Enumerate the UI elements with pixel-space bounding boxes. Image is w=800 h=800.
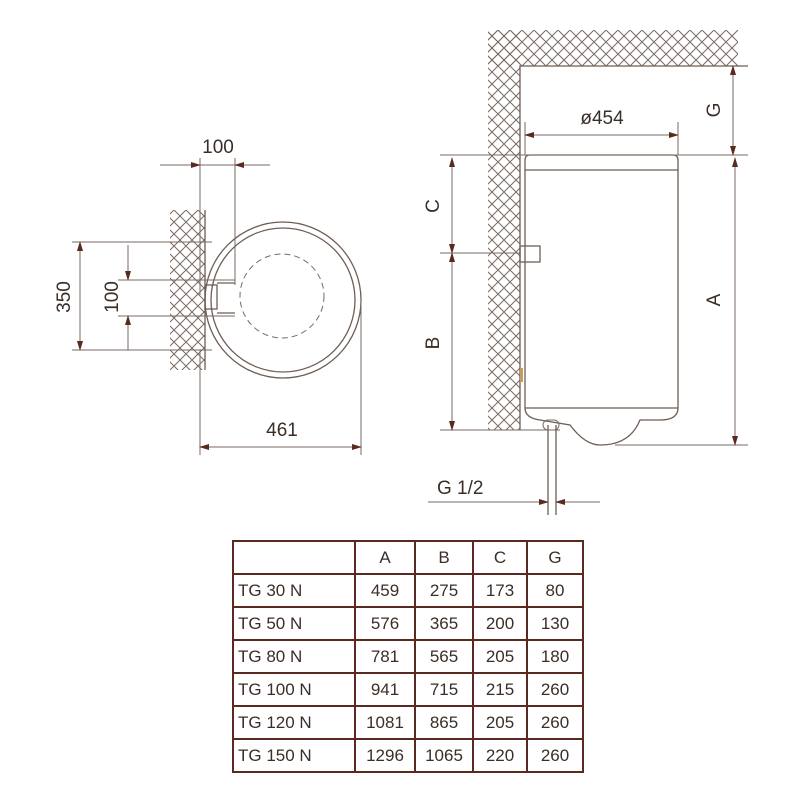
- model-cell: TG 80 N: [232, 639, 356, 674]
- cell: 260: [526, 705, 584, 740]
- dim-a: A: [704, 293, 725, 306]
- model-cell: TG 50 N: [232, 606, 356, 641]
- model-cell: TG 100 N: [232, 672, 356, 707]
- top-view: 100 350 100 461: [54, 137, 362, 455]
- cell: 205: [472, 639, 528, 674]
- cell: 1296: [354, 738, 416, 773]
- header-cell: B: [414, 540, 474, 575]
- cell: 80: [526, 573, 584, 608]
- cell: 173: [472, 573, 528, 608]
- cell: 275: [414, 573, 474, 608]
- cell: 459: [354, 573, 416, 608]
- pipe-thread-label: G 1/2: [437, 478, 483, 499]
- side-view: ø454 G A C B G 1/2: [423, 30, 748, 515]
- inner-tank-dashed: [239, 253, 325, 339]
- cell: 220: [472, 738, 528, 773]
- dim-b: B: [423, 337, 444, 350]
- dim-inner-100: 100: [102, 281, 123, 313]
- dim-c: C: [423, 199, 444, 213]
- model-cell: TG 120 N: [232, 705, 356, 740]
- cell: 715: [414, 672, 474, 707]
- model-cell: TG 150 N: [232, 738, 356, 773]
- cell: 865: [414, 705, 474, 740]
- wall-hatch: [170, 210, 205, 370]
- cell: 260: [526, 672, 584, 707]
- dim-top-100: 100: [202, 137, 234, 158]
- dim-diameter-454: ø454: [580, 108, 624, 129]
- tank-outline: [204, 221, 362, 379]
- cell: 1065: [414, 738, 474, 773]
- tank-side-outline: [524, 154, 679, 446]
- cell: 1081: [354, 705, 416, 740]
- header-cell: C: [472, 540, 528, 575]
- wall-hatch: [488, 30, 520, 430]
- wall-bracket: [519, 245, 541, 263]
- dim-350: 350: [54, 281, 75, 313]
- cell: 215: [472, 672, 528, 707]
- dimension-drawing: 100 350 100 461 ø454 G: [54, 30, 748, 515]
- cell: 205: [472, 705, 528, 740]
- cell: 576: [354, 606, 416, 641]
- cell: 365: [414, 606, 474, 641]
- cell: 260: [526, 738, 584, 773]
- header-cell: G: [526, 540, 584, 575]
- model-cell: TG 30 N: [232, 573, 356, 608]
- cell: 941: [354, 672, 416, 707]
- header-cell: A: [354, 540, 416, 575]
- dim-461: 461: [266, 420, 298, 441]
- cell: 200: [472, 606, 528, 641]
- dim-g: G: [704, 103, 725, 118]
- header-cell: [232, 540, 356, 575]
- table-header-row: A B C G: [232, 540, 584, 575]
- cell: 565: [414, 639, 474, 674]
- cell: 781: [354, 639, 416, 674]
- cell: 130: [526, 606, 584, 641]
- cell: 180: [526, 639, 584, 674]
